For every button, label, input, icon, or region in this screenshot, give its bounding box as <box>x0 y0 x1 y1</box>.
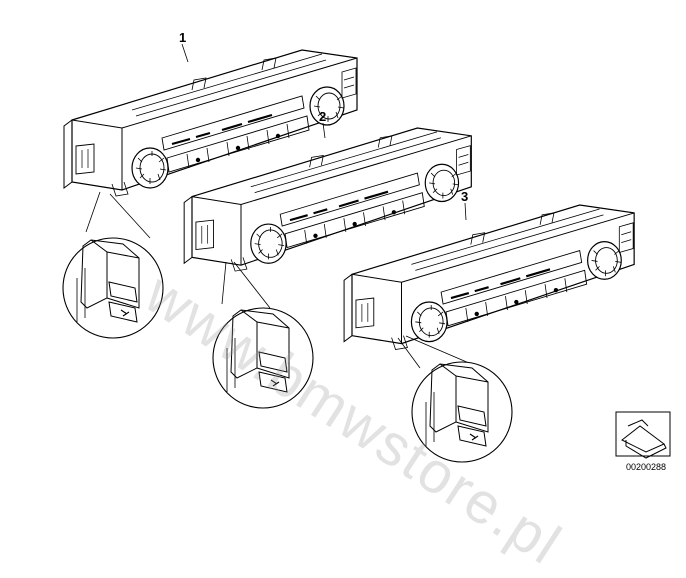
callout-1: 1 <box>179 30 187 45</box>
detail-view-2 <box>212 261 314 409</box>
callout-2: 2 <box>319 109 327 124</box>
callout-3: 3 <box>461 189 469 204</box>
arrow-slab-icon <box>615 411 671 459</box>
detail-view-3 <box>397 335 513 463</box>
parts-diagram <box>62 43 671 463</box>
detail-view-1 <box>62 191 164 339</box>
callout-leaders <box>181 43 467 221</box>
diagram-number: 00200288 <box>626 462 667 472</box>
control-panel-3 <box>342 203 636 351</box>
